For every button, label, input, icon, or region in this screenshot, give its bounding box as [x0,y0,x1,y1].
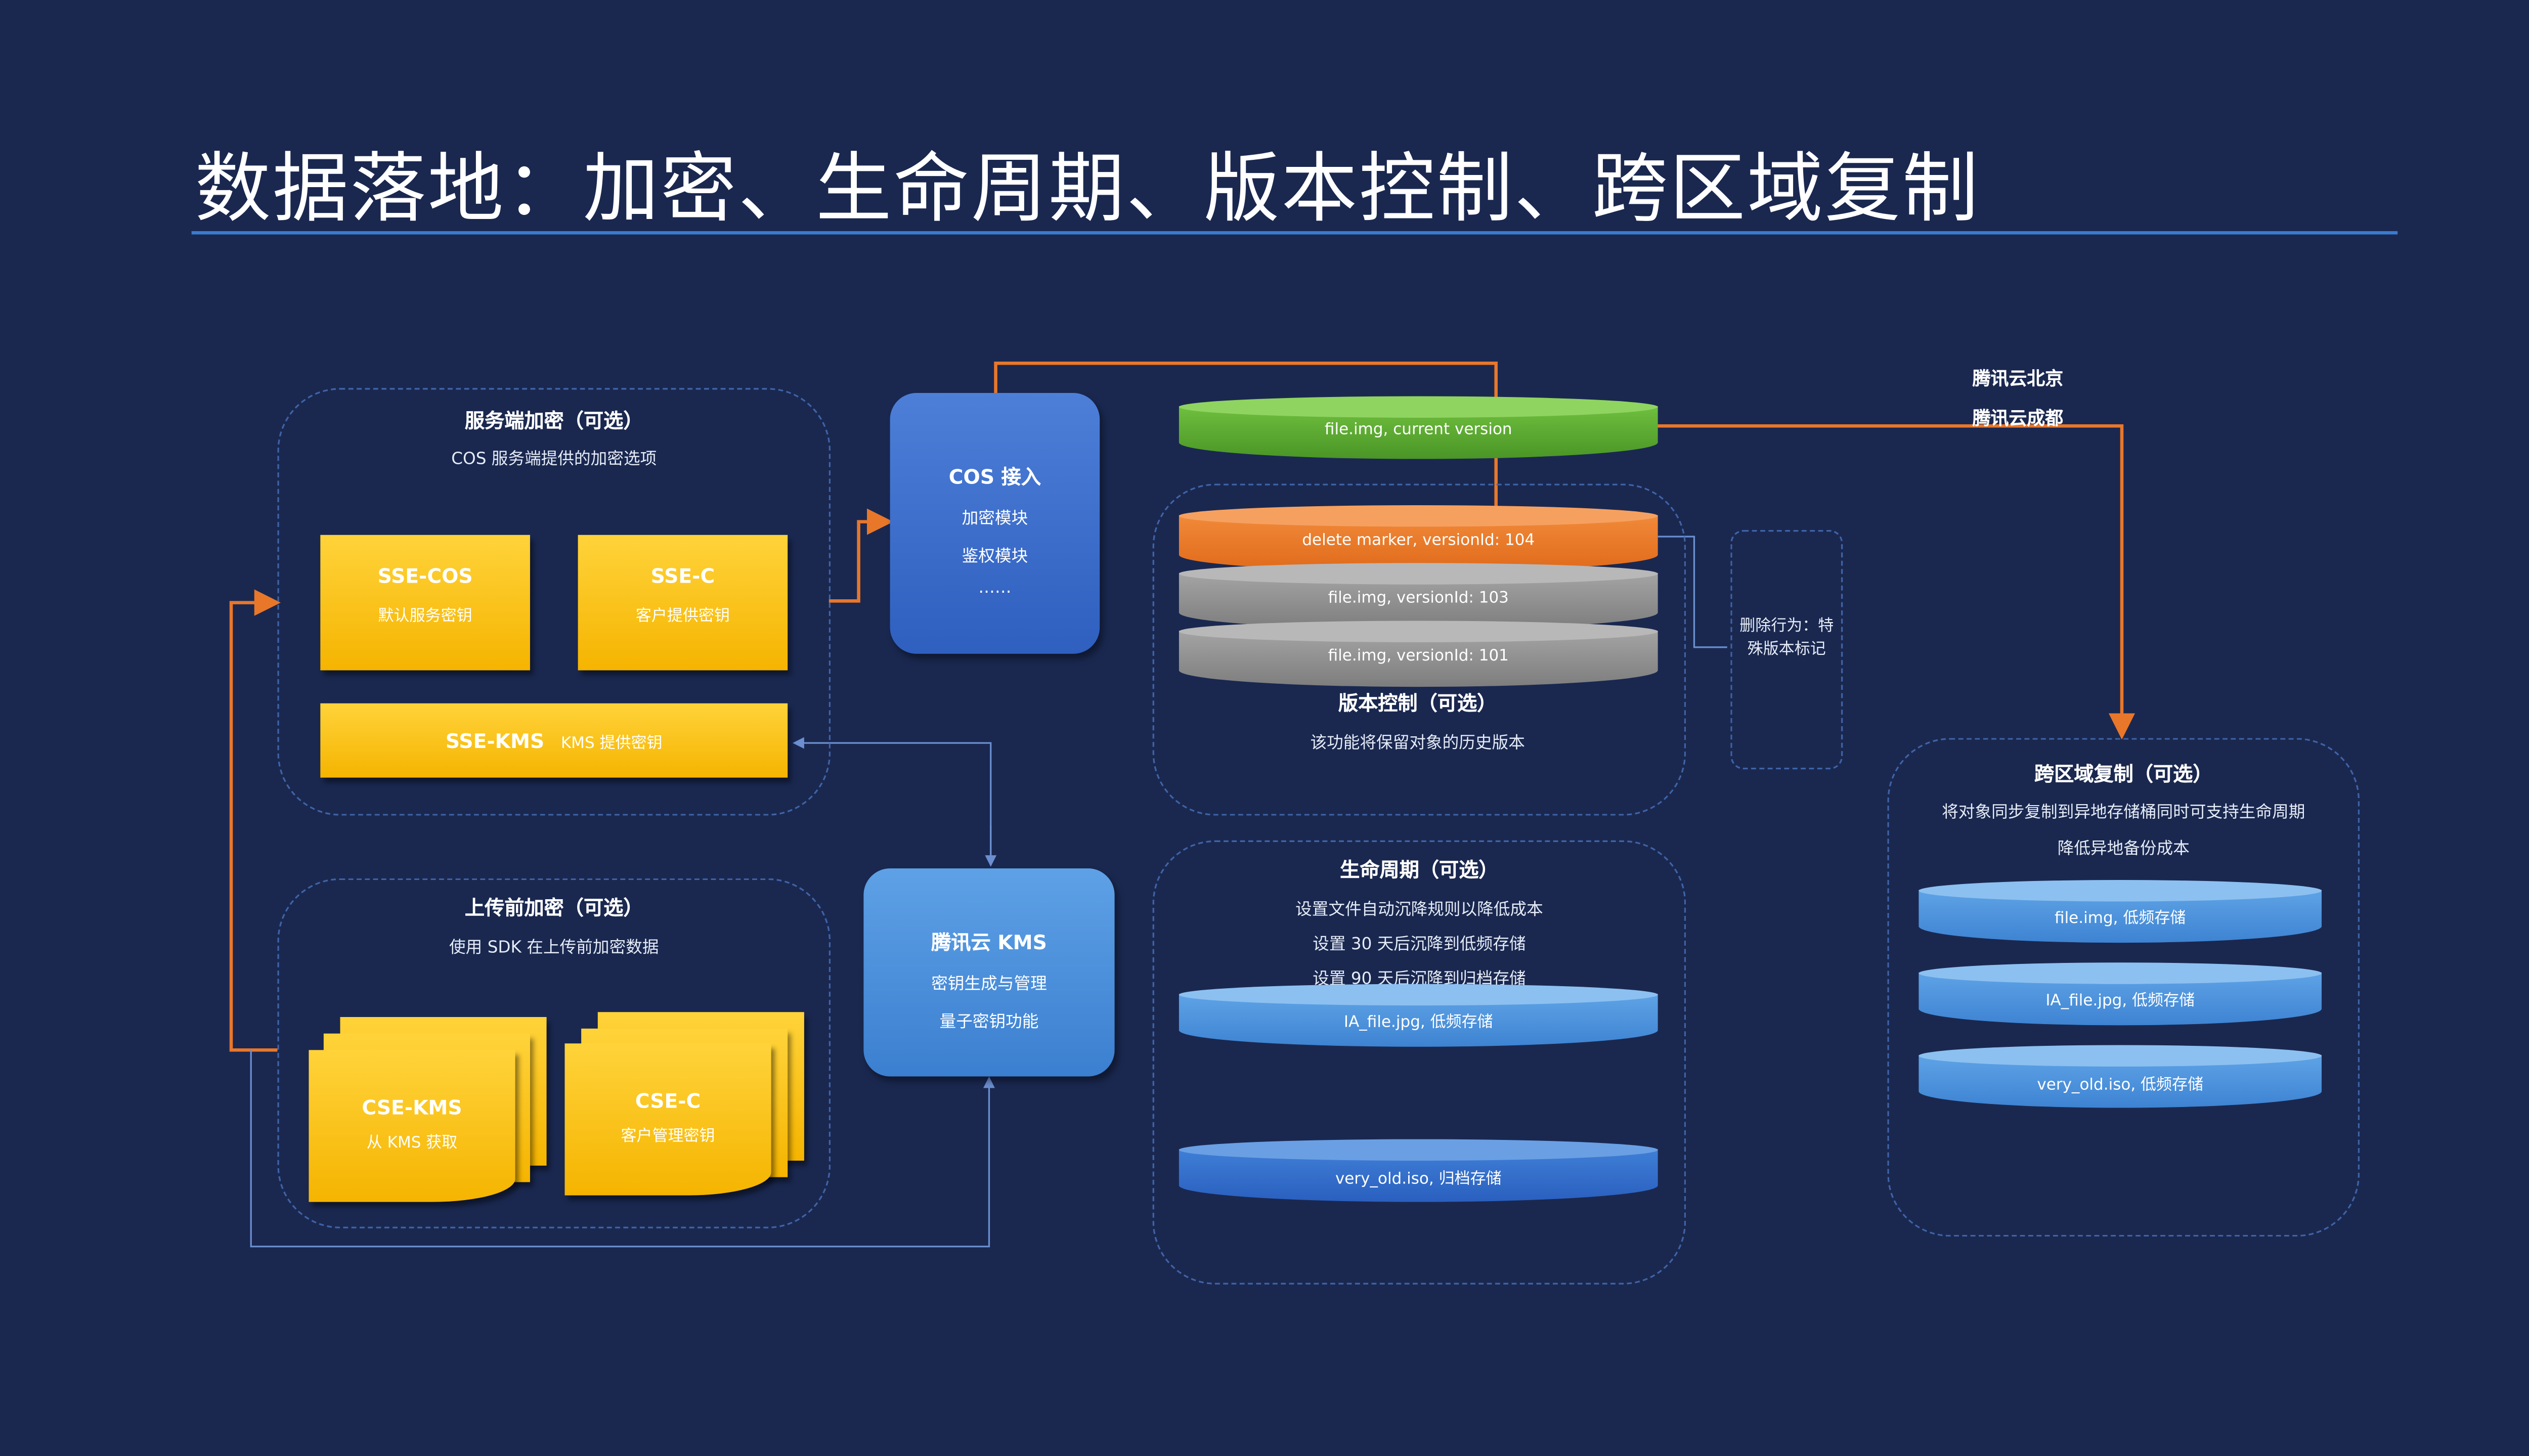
replica-disk-2: IA_file.jpg, 低频存储 [1918,962,2322,1026]
line-kms-to-ssekms [793,737,992,865]
lifecycle-line-1: 设置文件自动沉降规则以降低成本 [1295,901,1543,920]
versioning-title: 版本控制（可选） [1338,691,1497,715]
cse-kms-title: CSE-KMS [362,1096,462,1120]
page-title: 数据落地：加密、生命周期、版本控制、跨区域复制 [195,144,1980,233]
replication-line-1: 将对象同步复制到异地存储桶同时可支持生命周期 [1942,804,2305,822]
versioning-group [1152,483,1686,816]
version-101-disk: file.img, versionId: 101 [1179,621,1658,687]
very-old-label: very_old.iso, 归档存储 [1335,1170,1502,1189]
ia-file-disk: IA_file.jpg, 低频存储 [1179,984,1658,1047]
sse-cos-sub: 默认服务密钥 [378,607,472,626]
lifecycle-group: 生命周期（可选） 设置文件自动沉降规则以降低成本 设置 30 天后沉降到低频存储… [1152,840,1686,1285]
sse-cos-title: SSE-COS [377,564,473,588]
cse-c-sub: 客户管理密钥 [621,1127,715,1146]
arrow-cos-to-versioning [994,361,1498,598]
region-beijing: 腾讯云北京 [1972,368,2064,390]
tencent-kms-line-2: 量子密钥功能 [939,1013,1039,1032]
cos-access-title: COS 接入 [948,465,1041,489]
cos-access-line-2: 鉴权模块 [962,548,1028,566]
delete-note-box: 删除行为：特殊版本标记 [1730,530,1843,770]
tencent-kms-box: 腾讯云 KMS 密钥生成与管理 量子密钥功能 [863,868,1115,1077]
cse-kms-note: CSE-KMS 从 KMS 获取 [309,1050,515,1202]
delete-marker-disk: delete marker, versionId: 104 [1179,505,1658,571]
cse-group: 上传前加密（可选） 使用 SDK 在上传前加密数据 [277,878,831,1228]
version-103-disk: file.img, versionId: 103 [1179,563,1658,629]
sse-c-sub: 客户提供密钥 [635,607,730,626]
arrow-versioning-to-replication [1496,424,2135,740]
lifecycle-line-2: 设置 30 天后沉降到低频存储 [1313,936,1526,954]
version-103-label: file.img, versionId: 103 [1328,589,1509,608]
replica-label-3: very_old.iso, 低频存储 [2037,1076,2204,1095]
replication-title: 跨区域复制（可选） [2034,763,2213,786]
version-101-label: file.img, versionId: 101 [1328,647,1509,666]
delete-note-text: 删除行为：特殊版本标记 [1739,617,1834,659]
line-cse-to-kms [250,1050,995,1248]
arrow-cse-to-sse [229,589,281,1052]
very-old-disk: very_old.iso, 归档存储 [1179,1139,1658,1202]
replica-label-2: IA_file.jpg, 低频存储 [2045,992,2195,1010]
cse-group-subtitle: 使用 SDK 在上传前加密数据 [449,939,659,958]
sse-kms-title: SSE-KMS [445,729,545,753]
cse-group-title: 上传前加密（可选） [464,896,643,920]
sse-group: 服务端加密（可选） COS 服务端提供的加密选项 [277,388,831,816]
tencent-kms-line-1: 密钥生成与管理 [931,976,1047,994]
replication-line-2: 降低异地备份成本 [2057,840,2190,859]
sse-group-title: 服务端加密（可选） [464,409,643,433]
sse-c-note: SSE-C 客户提供密钥 [578,535,788,671]
replica-disk-3: very_old.iso, 低频存储 [1918,1045,2322,1108]
sse-kms-sub: KMS 提供密钥 [560,734,663,753]
sse-kms-note: SSE-KMS KMS 提供密钥 [320,703,788,778]
cse-c-note: CSE-C 客户管理密钥 [564,1043,771,1196]
cse-kms-sub: 从 KMS 获取 [366,1134,458,1153]
current-version-label: file.img, current version [1324,421,1512,439]
sse-group-subtitle: COS 服务端提供的加密选项 [451,451,657,469]
cos-access-box: COS 接入 加密模块 鉴权模块 …… [890,392,1100,654]
cos-access-line-1: 加密模块 [962,510,1028,528]
versioning-subtitle: 该功能将保留对象的历史版本 [1310,734,1525,753]
cse-c-title: CSE-C [635,1089,701,1113]
lifecycle-title: 生命周期（可选） [1340,858,1499,882]
title-divider [191,231,2398,235]
ia-file-label: IA_file.jpg, 低频存储 [1343,1013,1493,1032]
replica-label-1: file.img, 低频存储 [2055,909,2186,928]
cos-access-line-3: …… [978,579,1012,598]
sse-cos-note: SSE-COS 默认服务密钥 [320,535,530,671]
replication-group: 跨区域复制（可选） 将对象同步复制到异地存储桶同时可支持生命周期 降低异地备份成… [1887,738,2360,1237]
sse-c-title: SSE-C [650,564,715,588]
replica-disk-1: file.img, 低频存储 [1918,880,2322,943]
delete-marker-label: delete marker, versionId: 104 [1302,532,1535,550]
arrow-sse-to-cos [829,508,894,603]
region-chengdu: 腾讯云成都 [1972,408,2064,429]
current-version-disk: file.img, current version [1179,396,1658,459]
tencent-kms-title: 腾讯云 KMS [931,931,1047,954]
